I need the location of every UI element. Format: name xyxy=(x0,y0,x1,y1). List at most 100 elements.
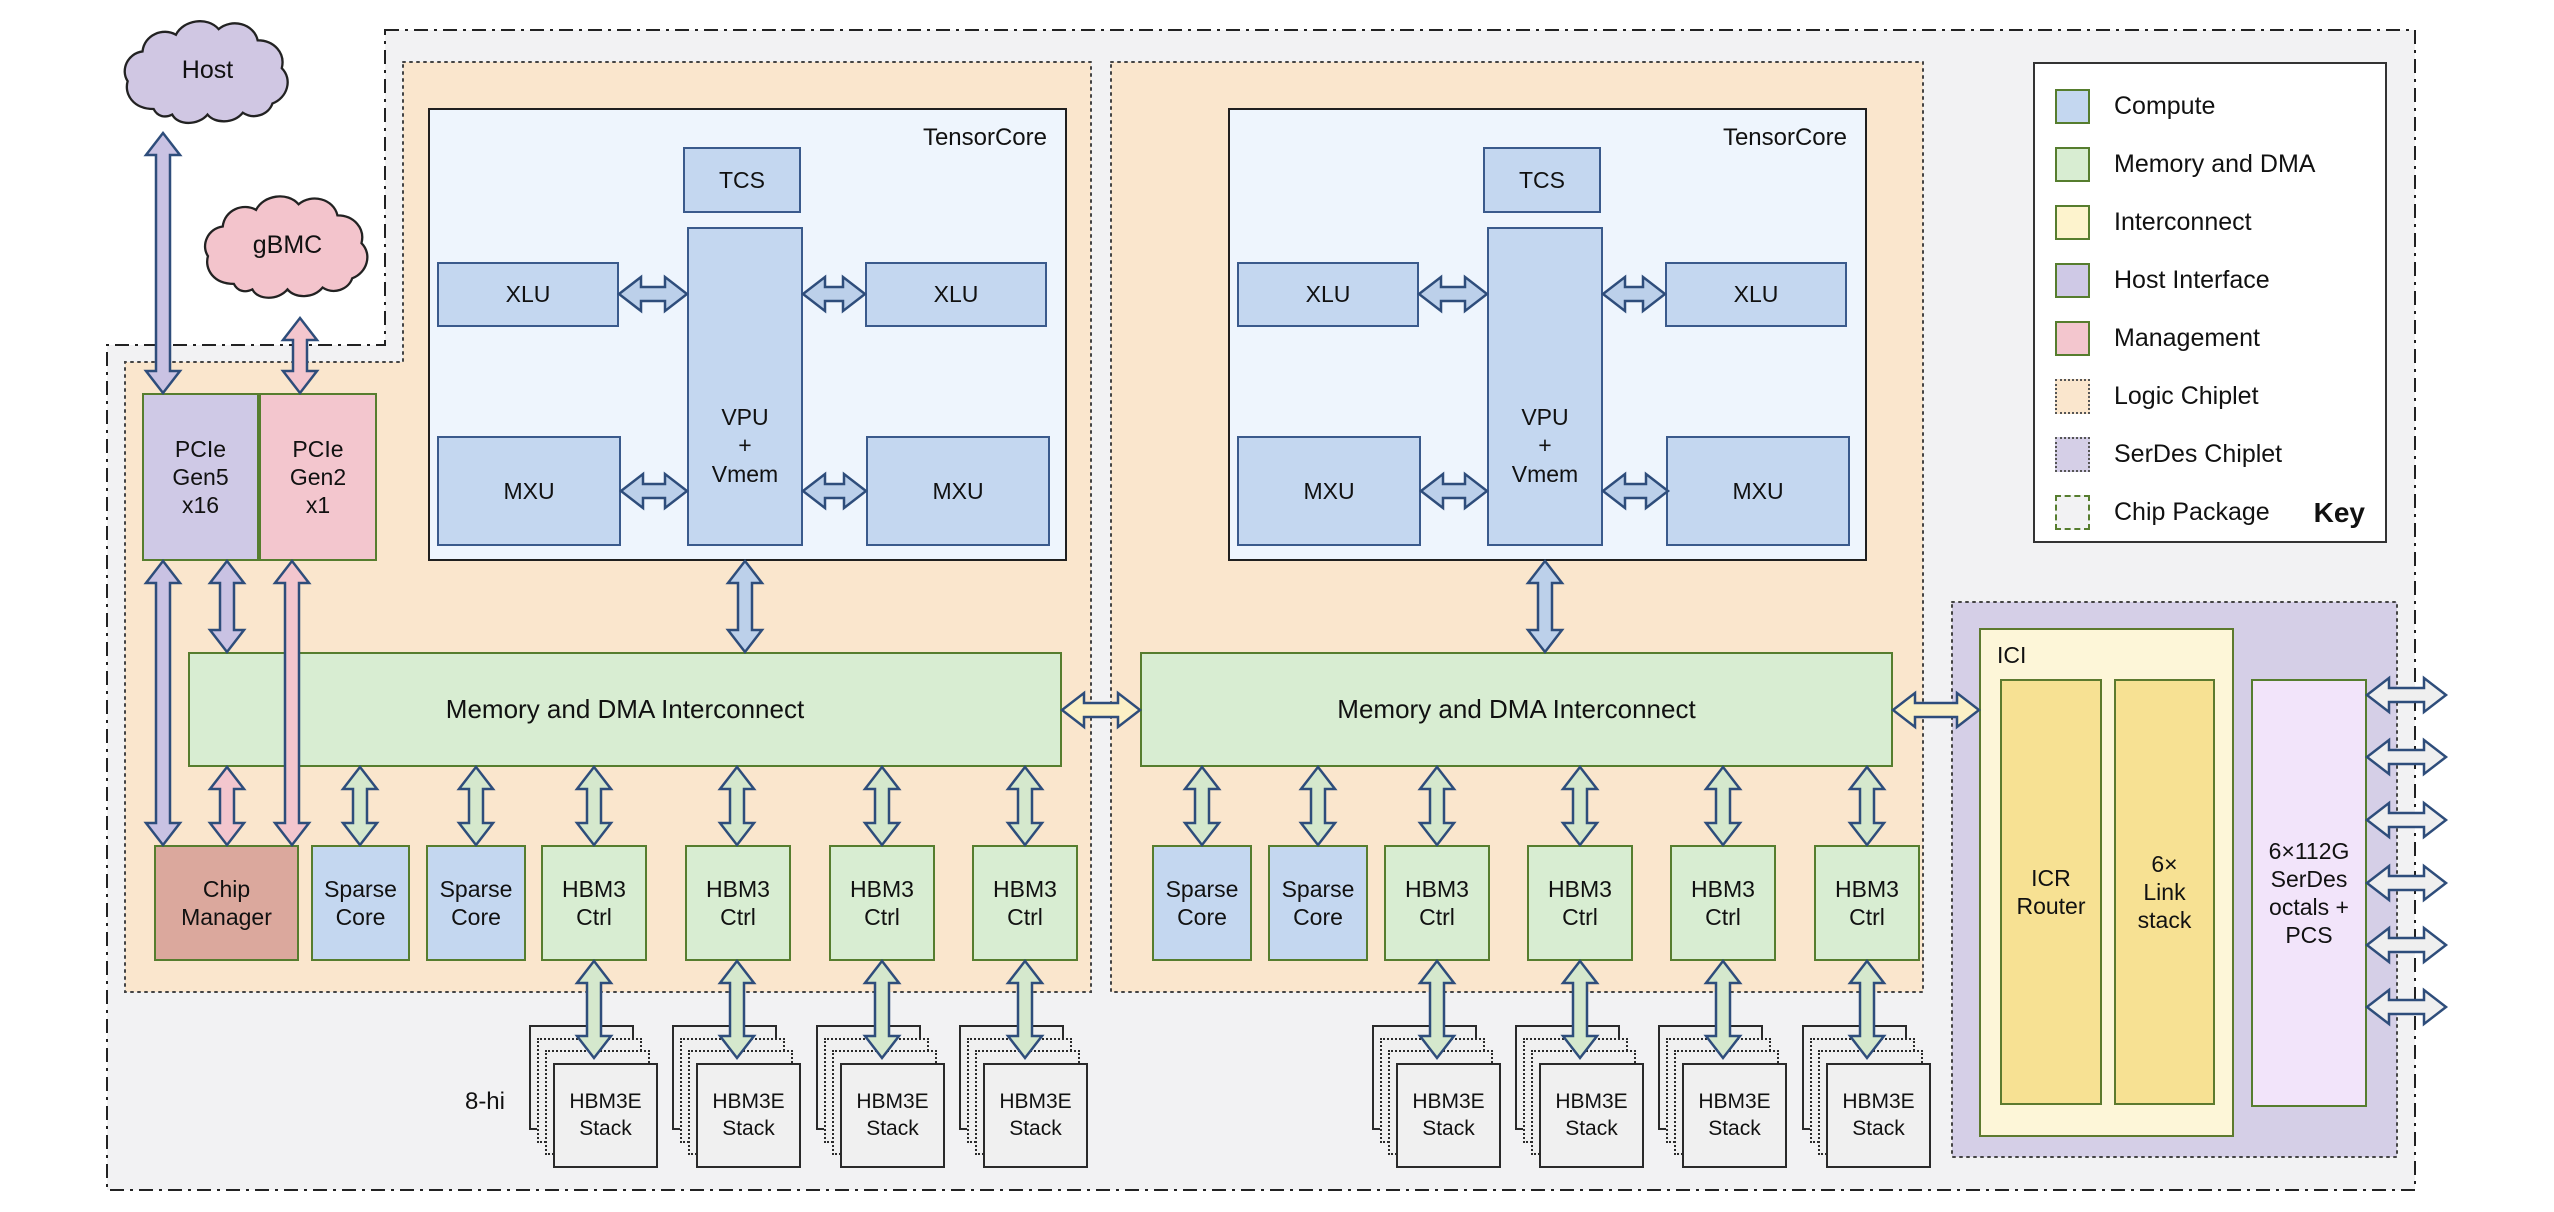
vpu-vmem-box-1: VPU + Vmem xyxy=(687,227,803,546)
double-arrow xyxy=(1703,764,1743,848)
double-arrow xyxy=(574,764,614,848)
legend-swatch xyxy=(2055,436,2090,472)
double-arrow xyxy=(2364,925,2449,965)
legend-swatch xyxy=(2055,88,2090,124)
legend-swatch xyxy=(2055,378,2090,414)
mxu-box-2a: MXU xyxy=(1237,436,1421,546)
double-arrow xyxy=(1560,764,1600,848)
legend-label: Chip Package xyxy=(2114,497,2270,526)
hbm3-ctrl-box-2b: HBM3 Ctrl xyxy=(1527,845,1633,961)
stack-height-label: 8-hi xyxy=(464,1088,505,1115)
legend-item: Chip Package xyxy=(2055,483,2385,541)
double-arrow xyxy=(1059,690,1143,730)
legend-swatch xyxy=(2055,146,2090,182)
legend-label: Logic Chiplet xyxy=(2114,381,2259,410)
legend-item: Host Interface xyxy=(2055,251,2385,309)
hbm3e-stack: HBM3E Stack xyxy=(840,1063,945,1168)
tensorcore-2-label: TensorCore xyxy=(1722,124,1847,151)
tcs-box-1: TCS xyxy=(683,147,801,213)
double-arrow xyxy=(2364,863,2449,903)
legend-label: Memory and DMA xyxy=(2114,149,2316,178)
double-arrow xyxy=(207,764,247,848)
double-arrow xyxy=(1182,764,1222,848)
legend-label: SerDes Chiplet xyxy=(2114,439,2283,468)
double-arrow xyxy=(1005,764,1045,848)
sparse-core-box-2b: Sparse Core xyxy=(1268,845,1368,961)
mxu-box-1b: MXU xyxy=(866,436,1050,546)
double-arrow xyxy=(2364,737,2449,777)
xlu-box-2b: XLU xyxy=(1665,262,1847,327)
tcs-box-2: TCS xyxy=(1483,147,1601,213)
double-arrow xyxy=(1847,764,1887,848)
legend-item: Memory and DMA xyxy=(2055,135,2385,193)
legend-item: Interconnect xyxy=(2055,193,2385,251)
legend-label: Management xyxy=(2114,323,2260,352)
host-cloud-label: Host xyxy=(181,55,234,84)
double-arrow xyxy=(2364,987,2449,1027)
legend-item: SerDes Chiplet xyxy=(2055,425,2385,483)
hbm3-ctrl-box-1d: HBM3 Ctrl xyxy=(972,845,1078,961)
xlu-box-2a: XLU xyxy=(1237,262,1419,327)
double-arrow xyxy=(862,764,902,848)
double-arrow xyxy=(143,130,183,396)
double-arrow xyxy=(340,764,380,848)
double-arrow xyxy=(143,558,183,848)
double-arrow xyxy=(2364,675,2449,715)
hbm3-ctrl-box-2c: HBM3 Ctrl xyxy=(1670,845,1776,961)
xlu-box-1b: XLU xyxy=(865,262,1047,327)
memory-dma-interconnect-2: Memory and DMA Interconnect xyxy=(1140,652,1893,767)
mxu-box-2b: MXU xyxy=(1666,436,1850,546)
double-arrow xyxy=(456,764,496,848)
gbmc-cloud-label: gBMC xyxy=(252,230,323,259)
vpu-vmem-box-2: VPU + Vmem xyxy=(1487,227,1603,546)
memory-dma-interconnect-1: Memory and DMA Interconnect xyxy=(188,652,1062,767)
legend-swatch xyxy=(2055,494,2090,530)
hbm3e-stack: HBM3E Stack xyxy=(696,1063,801,1168)
sparse-core-box-1a: Sparse Core xyxy=(311,845,410,961)
key-title: Key xyxy=(2313,497,2365,528)
double-arrow xyxy=(1890,690,1982,730)
hbm3e-stack: HBM3E Stack xyxy=(553,1063,658,1168)
pcie-gen2-box: PCIe Gen2 x1 xyxy=(259,393,377,561)
double-arrow xyxy=(725,558,765,655)
double-arrow xyxy=(717,764,757,848)
cloud-icon xyxy=(203,195,369,299)
hbm3-ctrl-box-1c: HBM3 Ctrl xyxy=(829,845,935,961)
legend-label: Host Interface xyxy=(2114,265,2270,294)
sparse-core-box-1b: Sparse Core xyxy=(426,845,526,961)
chip-manager-box: Chip Manager xyxy=(154,845,299,961)
serdes-octals-box: 6×112G SerDes octals + PCS xyxy=(2251,679,2367,1107)
cloud-icon xyxy=(123,20,289,125)
gbmc-cloud: gBMC xyxy=(195,170,380,320)
hbm3-ctrl-box-2a: HBM3 Ctrl xyxy=(1384,845,1490,961)
hbm3-ctrl-box-1b: HBM3 Ctrl xyxy=(685,845,791,961)
legend-swatch xyxy=(2055,320,2090,356)
hbm3-ctrl-box-2d: HBM3 Ctrl xyxy=(1814,845,1920,961)
hbm3e-stack: HBM3E Stack xyxy=(1539,1063,1644,1168)
hbm3e-stack: HBM3E Stack xyxy=(1826,1063,1931,1168)
link-stack-box: 6× Link stack xyxy=(2114,679,2215,1105)
hbm3e-stack: HBM3E Stack xyxy=(1396,1063,1501,1168)
legend-label: Compute xyxy=(2114,91,2216,120)
double-arrow xyxy=(207,558,247,655)
xlu-box-1a: XLU xyxy=(437,262,619,327)
legend-swatch xyxy=(2055,204,2090,240)
pcie-gen5-box: PCIe Gen5 x16 xyxy=(142,393,259,561)
icr-router-box: ICR Router xyxy=(2000,679,2102,1105)
host-cloud: Host xyxy=(110,5,305,135)
sparse-core-box-2a: Sparse Core xyxy=(1152,845,1252,961)
double-arrow xyxy=(1417,764,1457,848)
double-arrow xyxy=(1525,558,1565,655)
double-arrow xyxy=(280,315,320,396)
hbm3-ctrl-box-1a: HBM3 Ctrl xyxy=(541,845,647,961)
legend-item: Logic Chiplet xyxy=(2055,367,2385,425)
legend-label: Interconnect xyxy=(2114,207,2252,236)
legend-item: Management xyxy=(2055,309,2385,367)
legend-swatch xyxy=(2055,262,2090,298)
ici-label: ICI xyxy=(1997,642,2027,668)
mxu-box-1a: MXU xyxy=(437,436,621,546)
hbm3e-stack: HBM3E Stack xyxy=(1682,1063,1787,1168)
